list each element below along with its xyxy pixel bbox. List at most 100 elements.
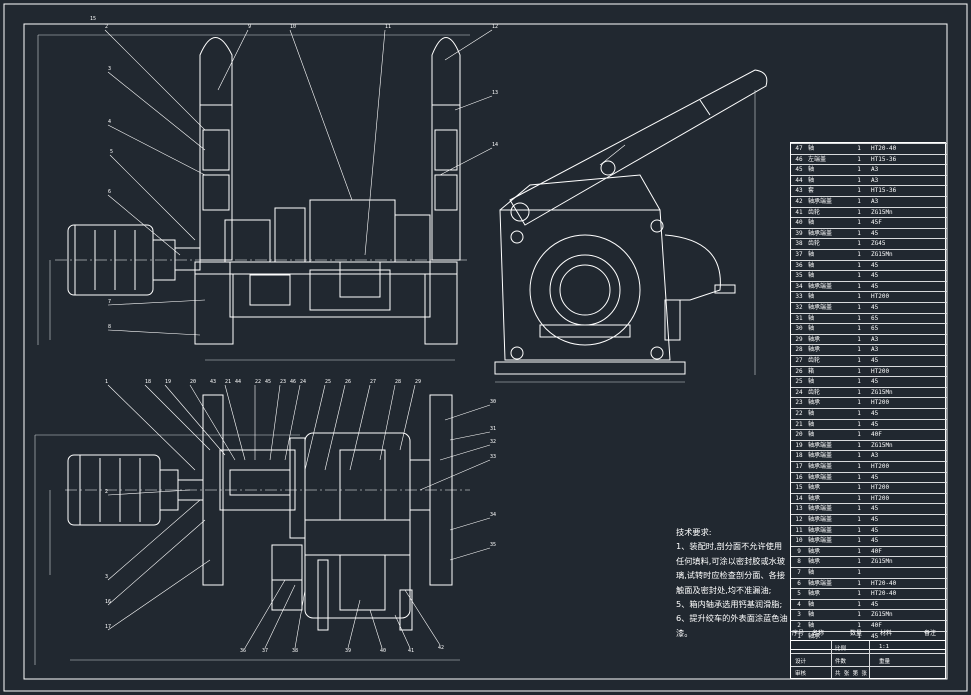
bom-cell-name: 轴: [808, 176, 815, 184]
bom-cell-no: 38: [795, 240, 803, 248]
bom-cell-material: 45F: [871, 219, 882, 227]
front-view-callout: 7: [108, 299, 111, 305]
bom-cell-material: A3: [871, 198, 879, 205]
right-pillar: [431, 104, 461, 261]
bom-cell-qty: 1: [857, 463, 861, 470]
bom-cell-qty: 1: [857, 325, 861, 333]
top-view-callout: 28: [395, 379, 401, 385]
top-view-callout: 25: [325, 379, 331, 385]
bom-cell-name: 齿轮: [808, 208, 821, 216]
bom-cell-no: 23: [795, 399, 803, 407]
bom-cell-qty: 1: [857, 537, 861, 545]
bom-cell-no: 43: [795, 187, 803, 195]
front-view-callout: 9: [248, 24, 251, 30]
bom-cell-no: 30: [795, 325, 803, 333]
bom-cell-qty: 1: [857, 335, 861, 343]
bom-cell-material: 40F: [871, 547, 882, 555]
bom-cell-name: 轴承: [808, 335, 821, 343]
bom-cell-name: 左端盖: [808, 155, 827, 163]
bom-cell-name: 轴承端盖: [808, 441, 833, 449]
bom-cell-material: 45: [871, 420, 879, 428]
top-view-callout: 23: [280, 379, 286, 385]
tech-req-item-1: 1、装配时,剖分面不允许使用任何填料,可涂以密封胶或水玻璃,试转时应检查剖分面、…: [676, 541, 786, 595]
bom-cell-qty: 1: [857, 145, 861, 152]
top-view-callout: 36: [240, 648, 246, 654]
bom-cell-no: 11: [795, 526, 803, 534]
bom-cell-material: HT20-40: [871, 145, 897, 152]
bom-cell-qty: 1: [857, 155, 861, 163]
front-view-callout: 14: [492, 142, 498, 148]
bom-cell-no: 31: [795, 314, 803, 322]
bom-cell-material: HT200: [871, 494, 890, 502]
bom-cell-material: HT15-36: [871, 187, 897, 195]
bom-cell-name: 齿轮: [808, 357, 821, 364]
bom-cell-material: HT200: [871, 399, 890, 407]
bom-cell-material: 45: [871, 632, 879, 640]
bom-cell-qty: 1: [857, 272, 861, 280]
bom-cell-material: HT200: [871, 367, 890, 375]
side-view: [494, 69, 768, 383]
front-view-callout: 12: [492, 24, 498, 30]
bom-cell-qty: 1: [857, 198, 861, 205]
bom-cell-no: 16: [795, 473, 803, 481]
bom-cell-no: 17: [795, 463, 803, 470]
bom-cell-no: 5: [797, 590, 801, 598]
top-view-callout: 45: [265, 379, 271, 385]
bom-cell-material: ZG15Mn: [871, 251, 893, 258]
bom-cell-name: 轴: [808, 314, 815, 322]
bom-cell-name: 轴承端盖: [808, 463, 833, 470]
bom-cell-no: 46: [795, 155, 803, 163]
top-view-callout: 26: [345, 379, 351, 385]
bom-cell-material: 65: [871, 314, 879, 322]
bom-cell-qty: 1: [857, 219, 861, 227]
top-view-callout: 22: [255, 379, 261, 385]
top-view-callout: 30: [490, 399, 496, 405]
top-view-callout: 17: [105, 624, 111, 630]
bom-cell-name: 轴承端盖: [808, 537, 833, 545]
bom-cell-qty: 1: [857, 314, 861, 322]
bom-cell-material: 65: [871, 325, 879, 333]
bom-cell-qty: 1: [857, 611, 861, 619]
bom-cell-qty: 1: [857, 388, 861, 396]
front-view-callout: 2: [105, 24, 108, 30]
front-view-callout: 10: [290, 24, 296, 30]
bom-cell-qty: 1: [857, 632, 861, 640]
bom-cell-qty: 1: [857, 484, 861, 492]
bom-cell-material: 45: [871, 272, 879, 280]
bom-cell-material: 45: [871, 304, 879, 311]
bom-cell-material: 45: [871, 229, 879, 237]
front-view-callout: 11: [385, 24, 391, 30]
bom-cell-material: ZG15Mn: [871, 208, 893, 216]
bom-cell-qty: 1: [857, 378, 861, 386]
bom-cell-qty: 1: [857, 590, 861, 598]
front-view-callout: 3: [108, 66, 111, 72]
bom-cell-name: 轴承端盖: [808, 198, 833, 205]
bom-cell-material: 45: [871, 505, 879, 513]
bom-cell-material: 45: [871, 261, 879, 269]
bom-cell-name: 轴承: [808, 547, 821, 555]
top-view-callout: 3: [105, 574, 108, 580]
bom-cell-material: ZG15Mn: [871, 388, 893, 396]
title-label-weight: 重量: [879, 659, 891, 665]
bom-cell-no: 44: [795, 176, 803, 184]
bom-cell-no: 1: [797, 632, 801, 640]
front-view-callout: 4: [108, 119, 111, 125]
bom-cell-qty: 1: [857, 166, 861, 174]
bom-cell-material: HT200: [871, 484, 890, 492]
